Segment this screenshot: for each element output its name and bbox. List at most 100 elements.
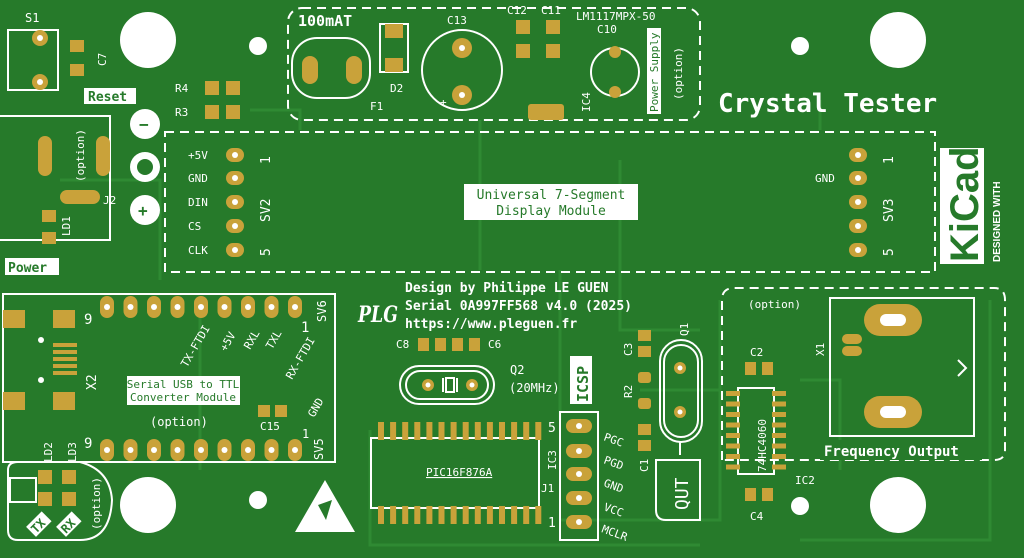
svg-text:1: 1	[301, 320, 309, 336]
svg-text:R3: R3	[175, 106, 188, 119]
frequency-output-label: Frequency Output	[824, 444, 959, 460]
svg-text:C7: C7	[96, 53, 109, 66]
icsp-pin-label: PGC	[602, 431, 625, 450]
sv6-pin-drill	[221, 304, 228, 310]
ic3-pin	[474, 422, 481, 440]
ic2-pin	[772, 464, 786, 470]
svg-text:F1: F1	[370, 100, 383, 113]
via-hole	[791, 37, 809, 55]
svg-text:SV5: SV5	[312, 438, 326, 460]
sv6-pin-drill	[245, 304, 251, 310]
ic2-pin	[772, 454, 786, 459]
sv3-pin-drill	[855, 175, 861, 181]
ic3-pin	[438, 506, 445, 524]
svg-text:9: 9	[84, 436, 92, 452]
ic2-pin	[726, 464, 740, 470]
display-module-title: Universal 7-Segment	[477, 188, 626, 203]
icsp-pin-drill	[576, 495, 582, 501]
ic2-pin	[772, 412, 786, 417]
svg-text:IC2: IC2	[795, 474, 815, 487]
sv2-pin-label: DIN	[188, 196, 208, 209]
usb-pin	[53, 364, 77, 368]
board-title: Crystal Tester	[718, 89, 937, 119]
designer-logo: PLG	[357, 302, 398, 328]
ic2-pin	[726, 454, 740, 459]
svg-text:LM1117MPX-50: LM1117MPX-50	[576, 10, 655, 23]
ic3-pin	[499, 422, 505, 440]
svg-text:X1: X1	[814, 343, 827, 356]
svg-text:KiCad: KiCad	[943, 146, 987, 262]
ic3-pin	[486, 506, 493, 524]
ic2-pin	[726, 412, 740, 417]
sv2-pin-label: GND	[188, 172, 208, 185]
svg-text:Q1: Q1	[678, 323, 691, 336]
qut-label: QUT	[672, 477, 693, 510]
svg-text:−: −	[139, 115, 149, 134]
svg-text:J1: J1	[541, 482, 554, 495]
ic3-pin	[378, 506, 384, 524]
icsp-label: ICSP	[574, 366, 592, 402]
svg-text:(option): (option)	[74, 129, 87, 182]
svg-text:(option): (option)	[90, 477, 103, 530]
ic3-pin	[426, 506, 433, 524]
ic3-pin	[462, 506, 469, 524]
sv5-pin-drill	[268, 447, 275, 453]
sv6-pin-drill	[198, 304, 204, 310]
power-supply-section: 100mAT F1 D2 C13 + C12 C11 LM1117MPX-50 …	[287, 4, 701, 121]
reset-label: Reset	[88, 90, 127, 105]
svg-text:D2: D2	[390, 82, 403, 95]
sv2-pin-drill	[232, 199, 238, 205]
svg-text:C4: C4	[750, 510, 764, 523]
sv5-pin-drill	[245, 447, 251, 453]
svg-text:LD2: LD2	[42, 442, 55, 462]
ic3-pin	[414, 422, 421, 440]
sv5-pin-drill	[104, 447, 110, 453]
svg-text:(option): (option)	[150, 415, 208, 429]
svg-text:R2: R2	[622, 385, 635, 398]
svg-text:1: 1	[548, 516, 556, 531]
svg-text:C12: C12	[507, 4, 527, 17]
svg-text:(option): (option)	[672, 47, 685, 100]
svg-text:(option): (option)	[748, 298, 801, 311]
sv5-pin-drill	[174, 447, 181, 453]
sv2-pin-label: CS	[188, 220, 201, 233]
svg-text:C8: C8	[396, 338, 409, 351]
mounting-hole	[120, 12, 176, 68]
icsp-pin-label: VCC	[602, 501, 625, 520]
svg-text:74HC4060: 74HC4060	[756, 419, 769, 472]
svg-text:(20MHz): (20MHz)	[509, 381, 560, 395]
ic3-pin	[390, 506, 397, 524]
sv5-pin-drill	[151, 447, 157, 453]
ic2-pin	[726, 433, 740, 438]
svg-text:IC4: IC4	[580, 92, 593, 112]
ic2-pin	[726, 443, 740, 449]
icsp-pin-label: PGD	[602, 454, 625, 473]
ic3-pin	[511, 506, 518, 524]
svg-text:9: 9	[84, 312, 92, 328]
sv6-pin-drill	[127, 304, 134, 310]
svg-text:C3: C3	[622, 343, 635, 356]
credits: PLG Design by Philippe LE GUEN Serial 0A…	[357, 281, 632, 332]
sv6-pin-drill	[151, 304, 157, 310]
icsp-pin-drill	[576, 519, 582, 525]
sv5-pin-drill	[198, 447, 204, 453]
ic3-pin	[535, 422, 542, 440]
ic2-pin	[772, 443, 786, 449]
ic3-pin	[499, 506, 505, 524]
svg-text:+: +	[440, 96, 447, 109]
ic3-pin	[402, 506, 409, 524]
svg-text:Q2: Q2	[510, 363, 524, 377]
mounting-hole	[870, 12, 926, 68]
sv6-pin-drill	[174, 304, 181, 310]
power-supply-label: Power Supply	[648, 32, 661, 112]
svg-text:C1: C1	[638, 459, 651, 472]
svg-text:C6: C6	[488, 338, 501, 351]
svg-text:SV2: SV2	[259, 199, 274, 222]
ic3-pin	[523, 506, 530, 524]
oscillator-section: C3 R2 C1 Q1 QUT C2 74HC4060 IC2 C4	[622, 323, 815, 523]
svg-text:Serial 0A997FF568 v4.0 (2025): Serial 0A997FF568 v4.0 (2025)	[405, 299, 632, 314]
svg-text:1: 1	[302, 427, 309, 441]
mounting-holes	[120, 12, 926, 533]
